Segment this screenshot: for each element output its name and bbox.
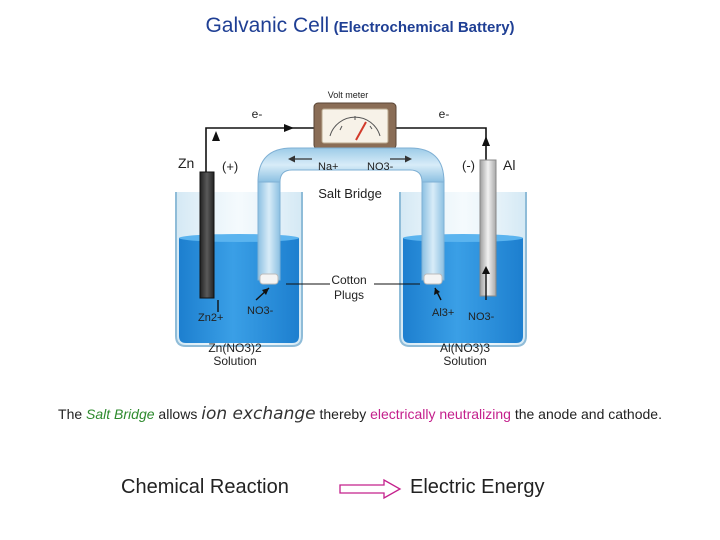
right-beaker [399, 192, 527, 347]
zn-electrode-label: Zn [178, 155, 194, 171]
page-title: Galvanic Cell (Electrochemical Battery) [0, 14, 720, 38]
salt-bridge-label: Salt Bridge [318, 186, 382, 201]
galvanic-cell-diagram: Volt meter e- e- Zn (+) (-) Al Na+ NO3 [175, 90, 527, 368]
zn-ion-label: Zn2+ [198, 312, 223, 324]
voltmeter [313, 102, 397, 150]
salt-bridge-tube [257, 147, 445, 285]
external-circuit-wire [205, 124, 490, 172]
caption-part-1: The [58, 406, 87, 422]
caption-neutralizing: electrically neutralizing [370, 406, 511, 422]
positive-terminal-label: (+) [222, 159, 238, 174]
cotton-plugs-label-1: Cotton [331, 273, 366, 287]
title-sub: (Electrochemical Battery) [333, 19, 515, 36]
cotton-plug-right [423, 273, 443, 285]
caption-part-3: thereby [315, 406, 371, 422]
electric-energy-label: Electric Energy [410, 476, 545, 498]
left-solution-word: Solution [213, 354, 256, 368]
cotton-plug-left [259, 273, 279, 285]
electron-label-left: e- [252, 107, 263, 121]
na-ion-label: Na+ [318, 161, 339, 173]
left-beaker [175, 192, 303, 347]
caption-part-4: the anode and cathode. [510, 406, 662, 422]
negative-terminal-label: (-) [462, 158, 475, 173]
right-solution-word: Solution [443, 354, 486, 368]
al-ion-label: Al3+ [432, 307, 454, 319]
caption-part-2: allows [154, 406, 202, 422]
al-electrode-label: Al [503, 157, 515, 173]
left-no3-label: NO3- [247, 305, 274, 317]
cotton-plugs-label-2: Plugs [334, 288, 364, 302]
right-no3-label: NO3- [468, 311, 495, 323]
electron-label-right: e- [439, 107, 450, 121]
left-solution-formula: Zn(NO3)2 [208, 341, 262, 355]
conversion-arrow-icon [339, 478, 402, 500]
caption-ion-exchange: ion exchange [201, 404, 316, 424]
electron-arrow-left [284, 124, 294, 132]
electron-arrow-up [482, 136, 490, 146]
caption-salt-bridge: Salt Bridge [86, 406, 155, 422]
bridge-no3-label: NO3- [367, 161, 394, 173]
voltmeter-label: Volt meter [328, 90, 369, 100]
chemical-reaction-label: Chemical Reaction [121, 476, 289, 498]
title-main: Galvanic Cell [205, 14, 330, 37]
right-solution-formula: Al(NO3)3 [440, 341, 490, 355]
electron-arrow-down [212, 131, 220, 141]
aluminum-electrode [479, 159, 497, 297]
zinc-electrode [199, 171, 215, 299]
caption: The Salt Bridge allows ion exchange ther… [0, 404, 720, 424]
